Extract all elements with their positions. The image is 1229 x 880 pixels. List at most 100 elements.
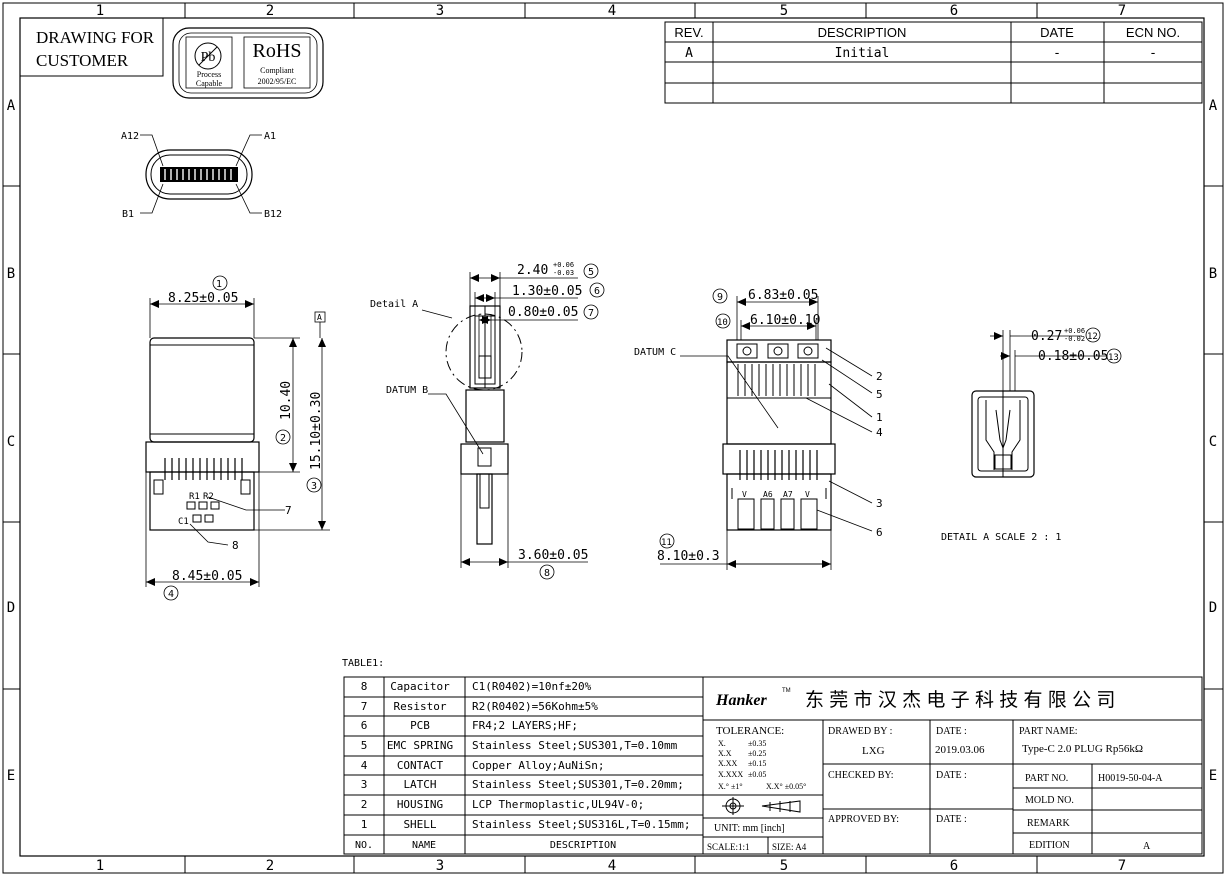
connector-end-view bbox=[140, 134, 262, 214]
dim-2-40-tol-upper: +0.06 bbox=[553, 261, 574, 269]
dim-10-40: 10.40 bbox=[279, 381, 294, 420]
callout-3: 3 bbox=[876, 497, 883, 510]
col-label-4-bottom: 4 bbox=[608, 858, 616, 874]
bom-row-desc: Stainless Steel;SUS301,T=0.10mm bbox=[472, 739, 678, 752]
drawing-for-text: DRAWING FOR bbox=[36, 28, 155, 47]
compliance-badge-text: Pb Process Capable RoHS Compliant 2002/9… bbox=[196, 40, 302, 88]
pin-label-b1: B1 bbox=[122, 209, 134, 220]
balloon-7: 7 bbox=[588, 308, 594, 319]
row-label-c-right: C bbox=[1209, 434, 1217, 450]
col-label-6-bottom: 6 bbox=[950, 858, 958, 874]
drawn-by-value: LXG bbox=[862, 745, 885, 757]
pin-label-a12: A12 bbox=[121, 131, 139, 142]
front-view-text: 8.25±0.05 8.45±0.05 10.40 15.10±0.30 1 2… bbox=[168, 279, 324, 600]
bom-table bbox=[343, 676, 704, 855]
col-label-7: 7 bbox=[1118, 3, 1126, 19]
tol-k-0: X. bbox=[718, 739, 726, 748]
col-label-7-bottom: 7 bbox=[1118, 858, 1126, 874]
tolerance-title: TOLERANCE: bbox=[716, 725, 784, 737]
bom-row-desc: LCP Thermoplastic,UL94V-0; bbox=[472, 798, 644, 811]
part-no-value: H0019-50-04-A bbox=[1098, 773, 1163, 784]
part-no-label: PART NO. bbox=[1025, 773, 1068, 784]
side-view-balloons bbox=[539, 263, 605, 580]
col-label-2-bottom: 2 bbox=[266, 858, 274, 874]
mold-no-label: MOLD NO. bbox=[1025, 795, 1074, 806]
balloon-2: 2 bbox=[280, 433, 286, 444]
balloon-11: 11 bbox=[661, 538, 672, 548]
description-value: Initial bbox=[835, 46, 890, 61]
col-label-2: 2 bbox=[266, 3, 274, 19]
remark-label: REMARK bbox=[1027, 818, 1071, 829]
dim-8-25: 8.25±0.05 bbox=[168, 291, 238, 306]
dim-0-27-tol-lower: -0.02 bbox=[1064, 335, 1085, 343]
pin-mark-v-left: V bbox=[742, 490, 747, 499]
callout-6: 6 bbox=[876, 526, 883, 539]
ecn-header: ECN NO. bbox=[1126, 25, 1180, 40]
col-label-1-bottom: 1 bbox=[96, 858, 104, 874]
row-label-c: C bbox=[7, 434, 15, 450]
pin-labels: A12 A1 B1 B12 bbox=[121, 131, 282, 220]
company-logo: Hanker bbox=[715, 692, 767, 709]
rev-header: REV. bbox=[674, 25, 703, 40]
row-label-b: B bbox=[7, 266, 15, 282]
balloon-13: 13 bbox=[1108, 353, 1119, 363]
datum-a-flag: A bbox=[317, 313, 322, 322]
bom-row-desc: R2(R0402)=56Kohm±5% bbox=[472, 700, 598, 713]
pin-mark-a7: A7 bbox=[783, 490, 793, 499]
balloon-10: 10 bbox=[717, 318, 728, 328]
date-value: - bbox=[1053, 46, 1061, 61]
bom-footer-name: NAME bbox=[412, 840, 436, 851]
tol-v-0: ±0.35 bbox=[748, 739, 766, 748]
bom-row-name: Capacitor bbox=[390, 680, 450, 693]
row-label-b-right: B bbox=[1209, 266, 1217, 282]
angle-tol-1: X.° ±1° bbox=[718, 782, 743, 791]
balloon-9: 9 bbox=[717, 292, 723, 303]
compliance-badge bbox=[172, 27, 324, 99]
dim-0-80: 0.80±0.05 bbox=[508, 305, 578, 320]
approved-date-label: DATE : bbox=[936, 814, 967, 825]
part-name-value: Type-C 2.0 PLUG Rp56kΩ bbox=[1022, 743, 1143, 755]
pb-line1: Process bbox=[197, 70, 221, 79]
col-label-3-bottom: 3 bbox=[436, 858, 444, 874]
datum-c-label: DATUM C bbox=[634, 347, 676, 358]
date-label: DATE : bbox=[936, 726, 967, 737]
dim-2-40: 2.40 bbox=[517, 263, 548, 278]
pin-mark-a6: A6 bbox=[763, 490, 773, 499]
bom-row-desc: Stainless Steel;SUS301,T=0.20mm; bbox=[472, 778, 684, 791]
bom-row-desc: C1(R0402)=10nf±20% bbox=[472, 680, 592, 693]
title-block bbox=[702, 676, 1203, 855]
pb-symbol: Pb bbox=[201, 50, 216, 65]
pin-mark-v-right: V bbox=[805, 490, 810, 499]
revision-table bbox=[664, 21, 1203, 104]
dim-8-10: 8.10±0.3 bbox=[657, 549, 720, 564]
bom-row-desc: Copper Alloy;AuNiSn; bbox=[472, 759, 604, 772]
side-view bbox=[421, 305, 523, 545]
top-view-text: DATUM C 6.83±0.05 6.10±0.10 8.10±0.3 9 1… bbox=[634, 288, 883, 564]
rohs-line2: 2002/95/EC bbox=[258, 77, 297, 86]
tol-v-3: ±0.05 bbox=[748, 770, 766, 779]
detail-a-text: 0.27 +0.06 -0.02 0.18±0.05 12 13 DETAIL … bbox=[941, 327, 1119, 543]
date-value: 2019.03.06 bbox=[935, 744, 985, 756]
tol-v-1: ±0.25 bbox=[748, 749, 766, 758]
bom-footer-no: NO. bbox=[355, 840, 373, 851]
bom-row-name: Resistor bbox=[394, 700, 447, 713]
dim-1-30: 1.30±0.05 bbox=[512, 284, 582, 299]
callout-7: 7 bbox=[285, 504, 292, 517]
pcb-c1: C1 bbox=[178, 517, 189, 527]
bom-row-name: LATCH bbox=[403, 778, 436, 791]
size-label: SIZE: A4 bbox=[772, 842, 807, 852]
dim-2-40-tol-lower: -0.03 bbox=[553, 269, 574, 277]
bom-row-no: 5 bbox=[361, 739, 368, 752]
dim-3-60: 3.60±0.05 bbox=[518, 548, 588, 563]
bom-row-no: 8 bbox=[361, 680, 368, 693]
pb-free-icon bbox=[194, 42, 222, 70]
pcb-r1: R1 bbox=[189, 492, 200, 502]
callout-2: 2 bbox=[876, 370, 883, 383]
side-view-dimensions bbox=[460, 272, 588, 568]
bom-row-no: 7 bbox=[361, 700, 368, 713]
rohs-title: RoHS bbox=[253, 40, 302, 62]
edition-value: A bbox=[1143, 841, 1151, 852]
bom-row-name: PCB bbox=[410, 719, 430, 732]
title-block-text: Hanker TM 东 莞 市 汉 杰 电 子 科 技 有 限 公 司 TOLE… bbox=[707, 688, 1163, 852]
row-label-d: D bbox=[7, 600, 15, 616]
